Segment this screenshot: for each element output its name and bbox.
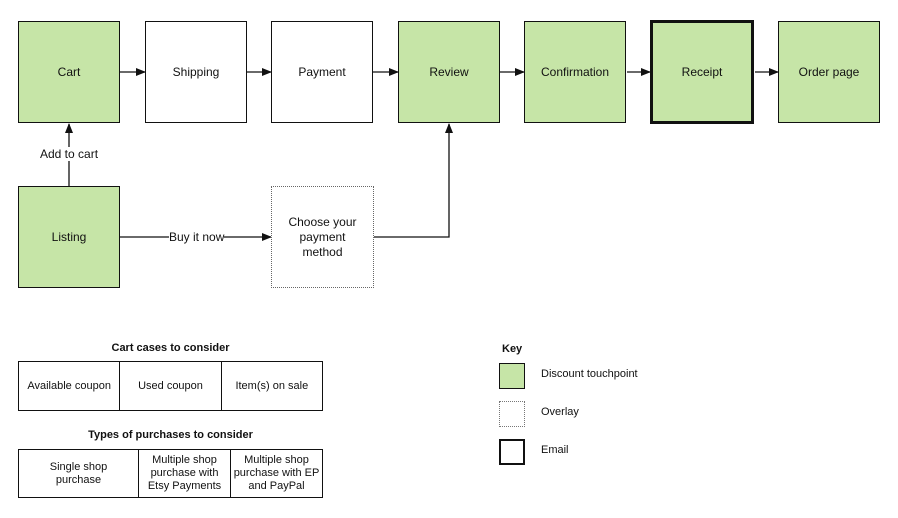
key-label-overlay: Overlay xyxy=(541,406,579,418)
node-order-page: Order page xyxy=(778,21,880,123)
node-label: Choose your payment method xyxy=(288,214,357,259)
node-label: Confirmation xyxy=(540,64,610,79)
node-shipping: Shipping xyxy=(145,21,247,123)
node-label: Cart xyxy=(57,64,81,79)
key-swatch-overlay xyxy=(499,401,525,427)
cart-cases-table: Available coupon Used coupon Item(s) on … xyxy=(18,361,323,411)
node-cart: Cart xyxy=(18,21,120,123)
key-label-email: Email xyxy=(541,444,569,456)
node-listing: Listing xyxy=(18,186,120,288)
node-label: Listing xyxy=(51,229,87,244)
node-label: Receipt xyxy=(681,64,723,79)
key-title: Key xyxy=(502,343,523,355)
cart-cases-title: Cart cases to consider xyxy=(111,342,230,354)
edge-label-buy-it-now: Buy it now xyxy=(169,230,225,244)
node-review: Review xyxy=(398,21,500,123)
node-label: Review xyxy=(429,64,469,79)
table-cell: Single shop purchase xyxy=(49,460,108,486)
edge-label-add-to-cart: Add to cart xyxy=(40,147,99,161)
arrow-choose-review xyxy=(374,123,453,238)
node-choose-payment: Choose your payment method xyxy=(271,186,374,288)
key-label-discount: Discount touchpoint xyxy=(541,368,638,380)
node-confirmation: Confirmation xyxy=(524,21,626,123)
table-cell: Multiple shop purchase with Etsy Payment… xyxy=(138,450,230,497)
node-label: Shipping xyxy=(172,64,220,79)
node-receipt: Receipt xyxy=(650,20,754,124)
table-cell: Used coupon xyxy=(119,362,220,410)
node-payment: Payment xyxy=(271,21,373,123)
purchase-types-table: Single shop purchase Multiple shop purch… xyxy=(18,449,323,498)
node-label: Order page xyxy=(798,64,860,79)
key-swatch-discount xyxy=(499,363,525,389)
purchase-types-title: Types of purchases to consider xyxy=(88,429,253,441)
table-cell: Item(s) on sale xyxy=(220,362,322,410)
table-cell: Multiple shop purchase with EP and PayPa… xyxy=(230,450,322,497)
key-swatch-email xyxy=(499,439,525,465)
table-cell: Available coupon xyxy=(27,379,111,392)
node-label: Payment xyxy=(298,64,346,79)
